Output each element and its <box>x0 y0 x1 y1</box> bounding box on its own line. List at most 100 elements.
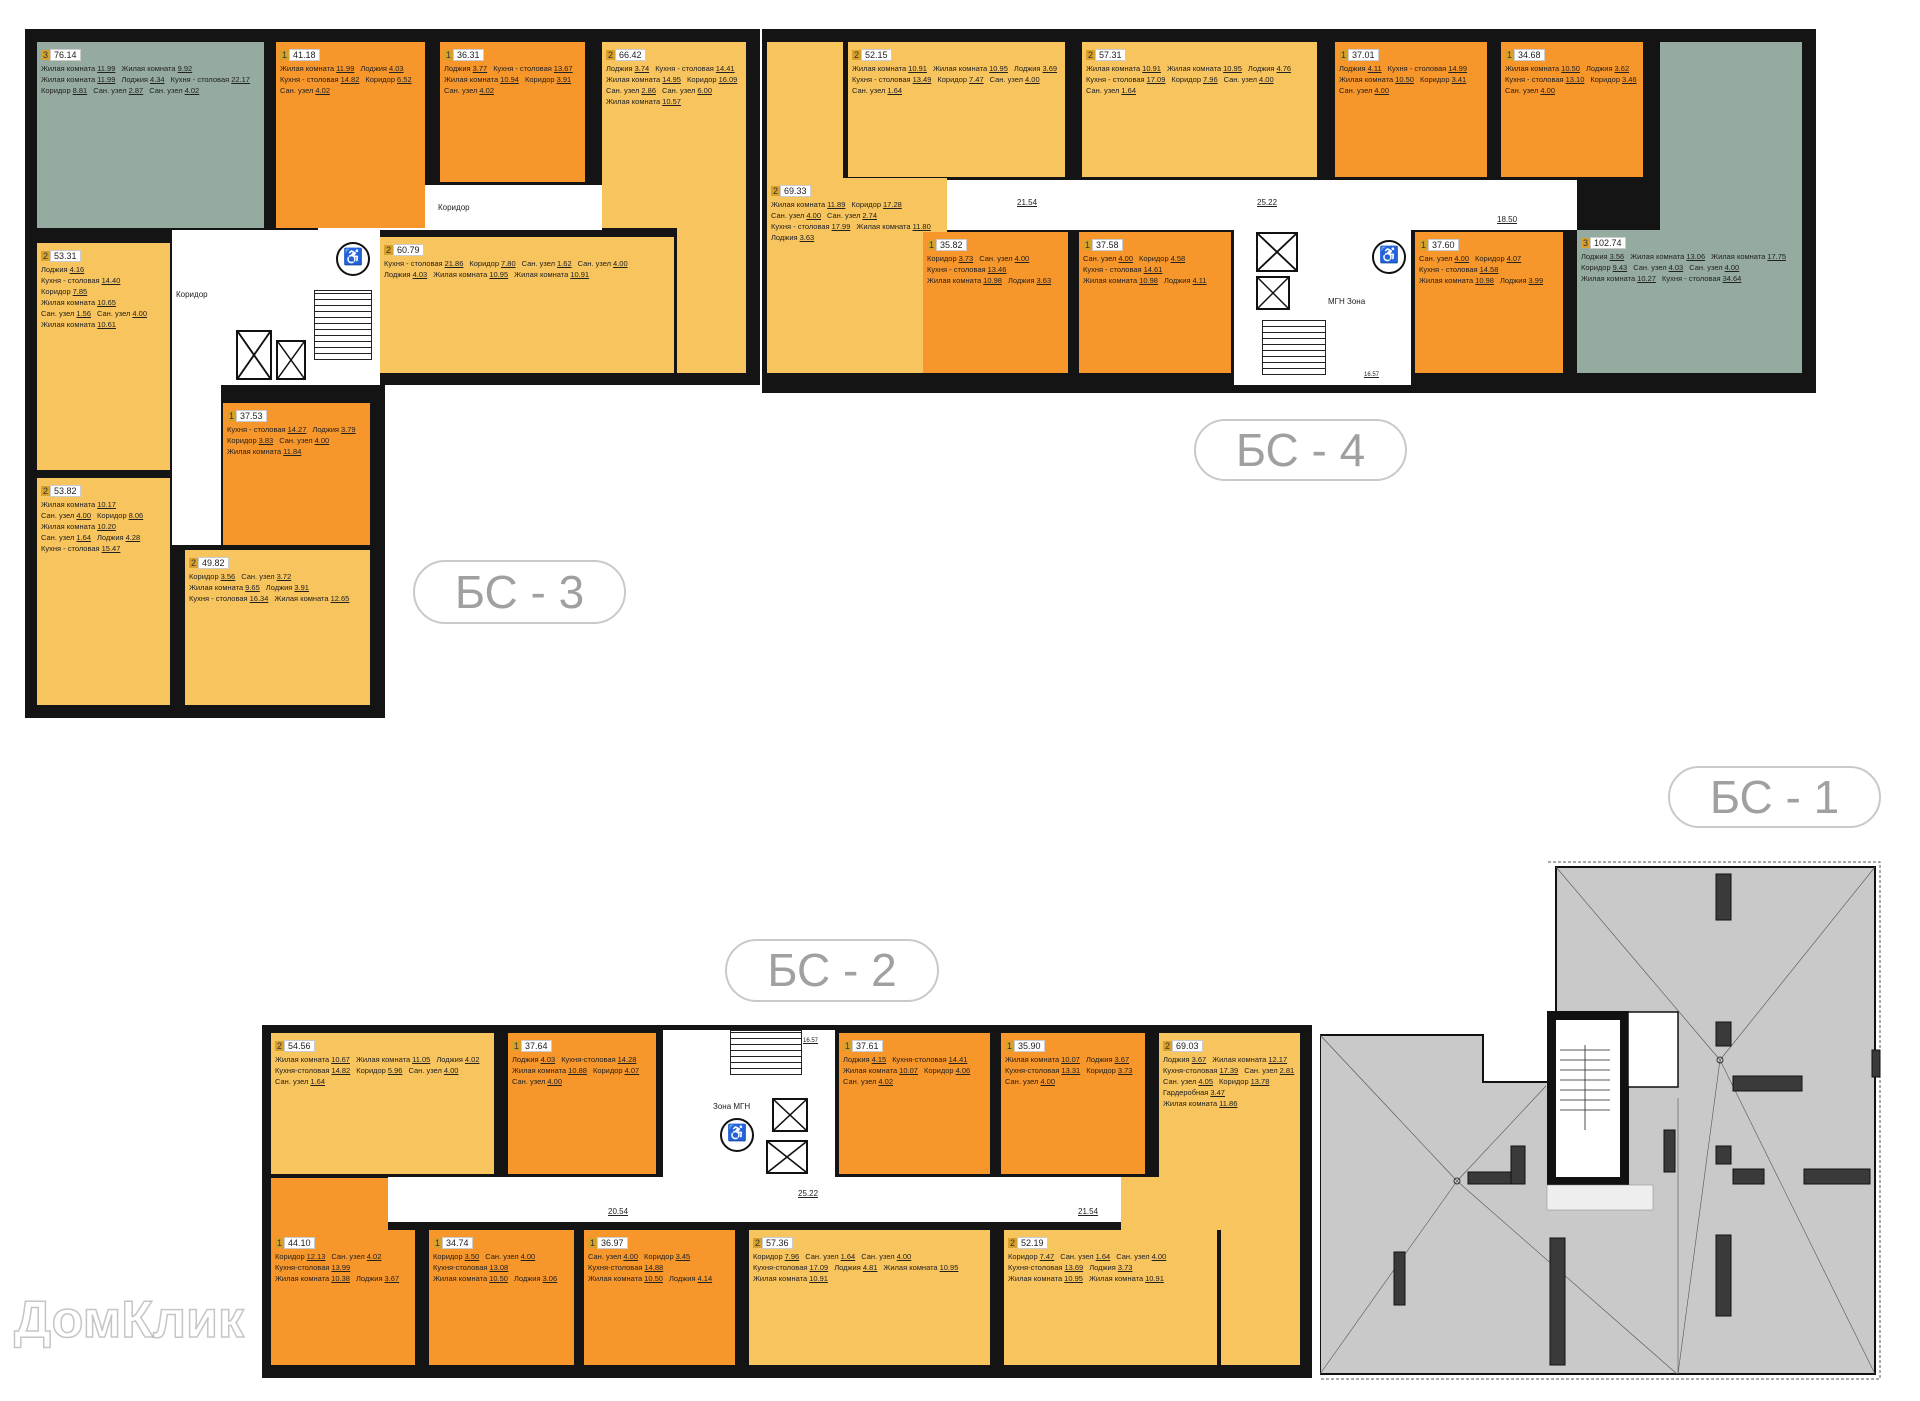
room-name: Лоджия <box>1089 1263 1116 1272</box>
room-area: 17.09 <box>1146 75 1166 84</box>
room-name: Сан. узел <box>41 511 75 520</box>
room-area: 10.98 <box>983 276 1002 285</box>
room-area: 4.81 <box>862 1263 878 1272</box>
apartment-area: 57.31 <box>1095 49 1126 61</box>
room-name: Сан. узел <box>1163 1077 1197 1086</box>
room-area: 13.06 <box>1686 252 1706 261</box>
room-name: Лоджия <box>41 265 68 274</box>
room-area: 4.00 <box>132 309 147 318</box>
room-area: 3.63 <box>1036 276 1052 285</box>
room-area: 4.02 <box>366 1252 382 1261</box>
room-area: 3.74 <box>634 64 650 73</box>
elevator-icon <box>276 340 306 380</box>
room-name: Коридор <box>97 511 127 520</box>
roof-vent-shaft <box>1627 1011 1679 1088</box>
room-area: 13.08 <box>489 1263 509 1272</box>
room-name: Жилая комната <box>41 320 96 329</box>
room-area: 3.99 <box>1528 276 1544 285</box>
room-name: Жилая комната <box>1212 1055 1267 1064</box>
roof-slope-lines <box>1320 866 1876 1375</box>
room-name: Лоджия <box>512 1055 539 1064</box>
room-name: Лоджия <box>843 1055 870 1064</box>
room-name: Сан. узел <box>979 254 1013 263</box>
apartment-area: 34.74 <box>442 1237 473 1249</box>
room-name: Жилая комната <box>514 270 569 279</box>
apartment-area: 35.82 <box>936 239 967 251</box>
room-name: Коридор <box>923 1066 954 1075</box>
room-name: Жилая комната <box>433 270 488 279</box>
room-name: Жилая комната <box>1505 64 1560 73</box>
room-area: 4.76 <box>1276 64 1292 73</box>
room-name: Коридор <box>1590 75 1621 84</box>
room-area: 3.79 <box>340 425 356 434</box>
apartment-area: 57.36 <box>762 1237 793 1249</box>
room-name: Сан. узел <box>1244 1066 1278 1075</box>
block-label-bs2[interactable]: БС - 2 <box>725 939 939 1002</box>
room-name: Сан. узел <box>331 1252 365 1261</box>
room-name: Сан. узел <box>588 1252 622 1261</box>
room-area: 4.02 <box>315 86 330 95</box>
block-label-bs1[interactable]: БС - 1 <box>1668 766 1881 828</box>
room-name: Жилая комната <box>1005 1055 1060 1064</box>
block-label-bs4[interactable]: БС - 4 <box>1194 419 1407 481</box>
room-name: Сан. узел <box>805 1252 839 1261</box>
room-area: 3.69 <box>1042 64 1058 73</box>
room-name: Жилая комната <box>280 64 335 73</box>
block-label-bs3[interactable]: БС - 3 <box>413 560 626 624</box>
room-area: 4.11 <box>1367 64 1382 73</box>
apartment-area: 37.53 <box>236 410 267 422</box>
room-area: 34.64 <box>1722 274 1742 283</box>
room-name: Коридор <box>1219 1077 1249 1086</box>
room-area: 10.95 <box>1223 64 1242 73</box>
room-area: 4.11 <box>1192 276 1207 285</box>
